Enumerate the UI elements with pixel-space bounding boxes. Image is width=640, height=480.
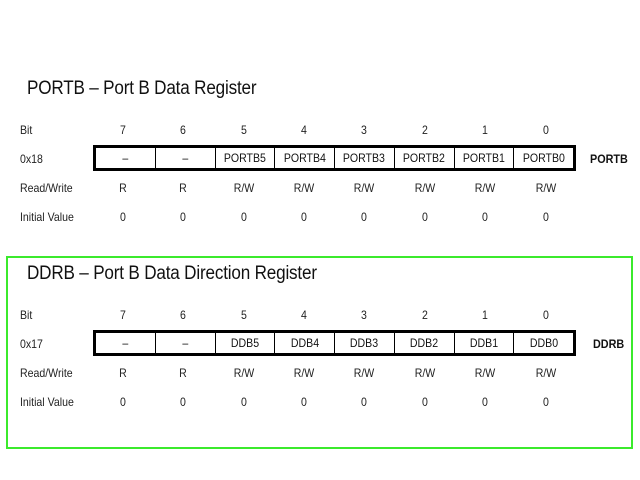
access-mode: R/W [293, 181, 315, 195]
bit-row-label: Bit [20, 308, 33, 322]
bit-number: 7 [120, 308, 126, 322]
initial-value: 0 [180, 210, 186, 224]
bit-cell-label: PORTB3 [343, 151, 386, 165]
bit-cell: PORTB3 [334, 148, 394, 168]
bit-cell-label: PORTB5 [223, 151, 266, 165]
bit-cell-label: PORTB0 [522, 151, 565, 165]
bit-cell-label: DDB3 [350, 336, 379, 350]
bit-number: 4 [301, 308, 307, 322]
initial-value: 0 [120, 210, 126, 224]
bit-cell: PORTB1 [453, 148, 514, 168]
bit-cell: PORTB2 [393, 148, 454, 168]
bit-number: 7 [120, 123, 126, 137]
bit-number: 5 [241, 123, 247, 137]
bit-cell: – [154, 148, 215, 168]
bit-cell-label: PORTB1 [462, 151, 505, 165]
address-label: 0x17 [20, 337, 43, 351]
bit-cell: DDB5 [214, 333, 275, 353]
bit-number: 0 [543, 308, 549, 322]
bit-number: 2 [422, 123, 428, 137]
bit-cell-label: – [122, 151, 129, 165]
bit-number: 6 [180, 123, 186, 137]
initial-value: 0 [543, 210, 549, 224]
initial-value: 0 [180, 395, 186, 409]
access-mode: R/W [353, 366, 375, 380]
bit-cell-label: DDB2 [410, 336, 439, 350]
bit-cell-label: DDB4 [290, 336, 319, 350]
read-write-label: Read/Write [20, 366, 73, 380]
access-mode: R [119, 366, 127, 380]
access-mode: R [119, 181, 127, 195]
initial-value: 0 [241, 210, 247, 224]
bit-cell-label: DDB0 [529, 336, 558, 350]
access-mode: R/W [233, 181, 255, 195]
access-mode: R/W [535, 366, 557, 380]
access-mode: R/W [414, 181, 436, 195]
access-mode: R [179, 181, 187, 195]
register-name: DDRB [593, 337, 625, 351]
bit-cell-label: DDB1 [469, 336, 498, 350]
initial-value: 0 [543, 395, 549, 409]
initial-value: 0 [241, 395, 247, 409]
bit-cell: – [96, 333, 155, 353]
initial-value: 0 [361, 395, 367, 409]
bit-cell: DDB3 [334, 333, 394, 353]
initial-value: 0 [120, 395, 126, 409]
initial-value: 0 [482, 210, 488, 224]
read-write-label: Read/Write [20, 181, 73, 195]
access-mode: R/W [474, 181, 496, 195]
bit-number: 1 [482, 123, 488, 137]
bit-number: 2 [422, 308, 428, 322]
bit-cell: DDB1 [453, 333, 514, 353]
register-title: DDRB – Port B Data Direction Register [27, 263, 317, 284]
register-bit-table: – – PORTB5 PORTB4 PORTB3 PORTB2 PORTB1 P… [93, 145, 576, 171]
bit-number: 3 [361, 123, 367, 137]
access-mode: R [179, 366, 187, 380]
bit-number: 1 [482, 308, 488, 322]
bit-cell: – [154, 333, 215, 353]
bit-cell-label: PORTB4 [283, 151, 326, 165]
initial-value: 0 [361, 210, 367, 224]
bit-cell: PORTB4 [274, 148, 334, 168]
bit-cell-label: – [182, 151, 189, 165]
bit-cell-label: PORTB2 [403, 151, 446, 165]
access-mode: R/W [474, 366, 496, 380]
access-mode: R/W [293, 366, 315, 380]
initial-value: 0 [301, 395, 307, 409]
access-mode: R/W [414, 366, 436, 380]
register-name: PORTB [590, 152, 628, 166]
bit-number: 0 [543, 123, 549, 137]
bit-row-label: Bit [20, 123, 33, 137]
register-title: PORTB – Port B Data Register [27, 78, 257, 99]
bit-cell: PORTB5 [214, 148, 275, 168]
highlight-frame [6, 256, 633, 449]
bit-number: 5 [241, 308, 247, 322]
bit-number: 4 [301, 123, 307, 137]
bit-number: 3 [361, 308, 367, 322]
bit-cell-label: – [122, 336, 129, 350]
access-mode: R/W [233, 366, 255, 380]
initial-value-label: Initial Value [20, 395, 74, 409]
initial-value-label: Initial Value [20, 210, 74, 224]
bit-cell: DDB0 [513, 333, 573, 353]
bit-cell: DDB2 [393, 333, 454, 353]
bit-cell: DDB4 [274, 333, 334, 353]
register-bit-table: – – DDB5 DDB4 DDB3 DDB2 DDB1 DDB0 [93, 330, 576, 356]
initial-value: 0 [482, 395, 488, 409]
bit-number: 6 [180, 308, 186, 322]
access-mode: R/W [535, 181, 557, 195]
bit-cell: – [96, 148, 155, 168]
bit-cell-label: DDB5 [230, 336, 259, 350]
bit-cell: PORTB0 [513, 148, 573, 168]
access-mode: R/W [353, 181, 375, 195]
bit-cell-label: – [182, 336, 189, 350]
initial-value: 0 [301, 210, 307, 224]
initial-value: 0 [422, 210, 428, 224]
address-label: 0x18 [20, 152, 43, 166]
initial-value: 0 [422, 395, 428, 409]
